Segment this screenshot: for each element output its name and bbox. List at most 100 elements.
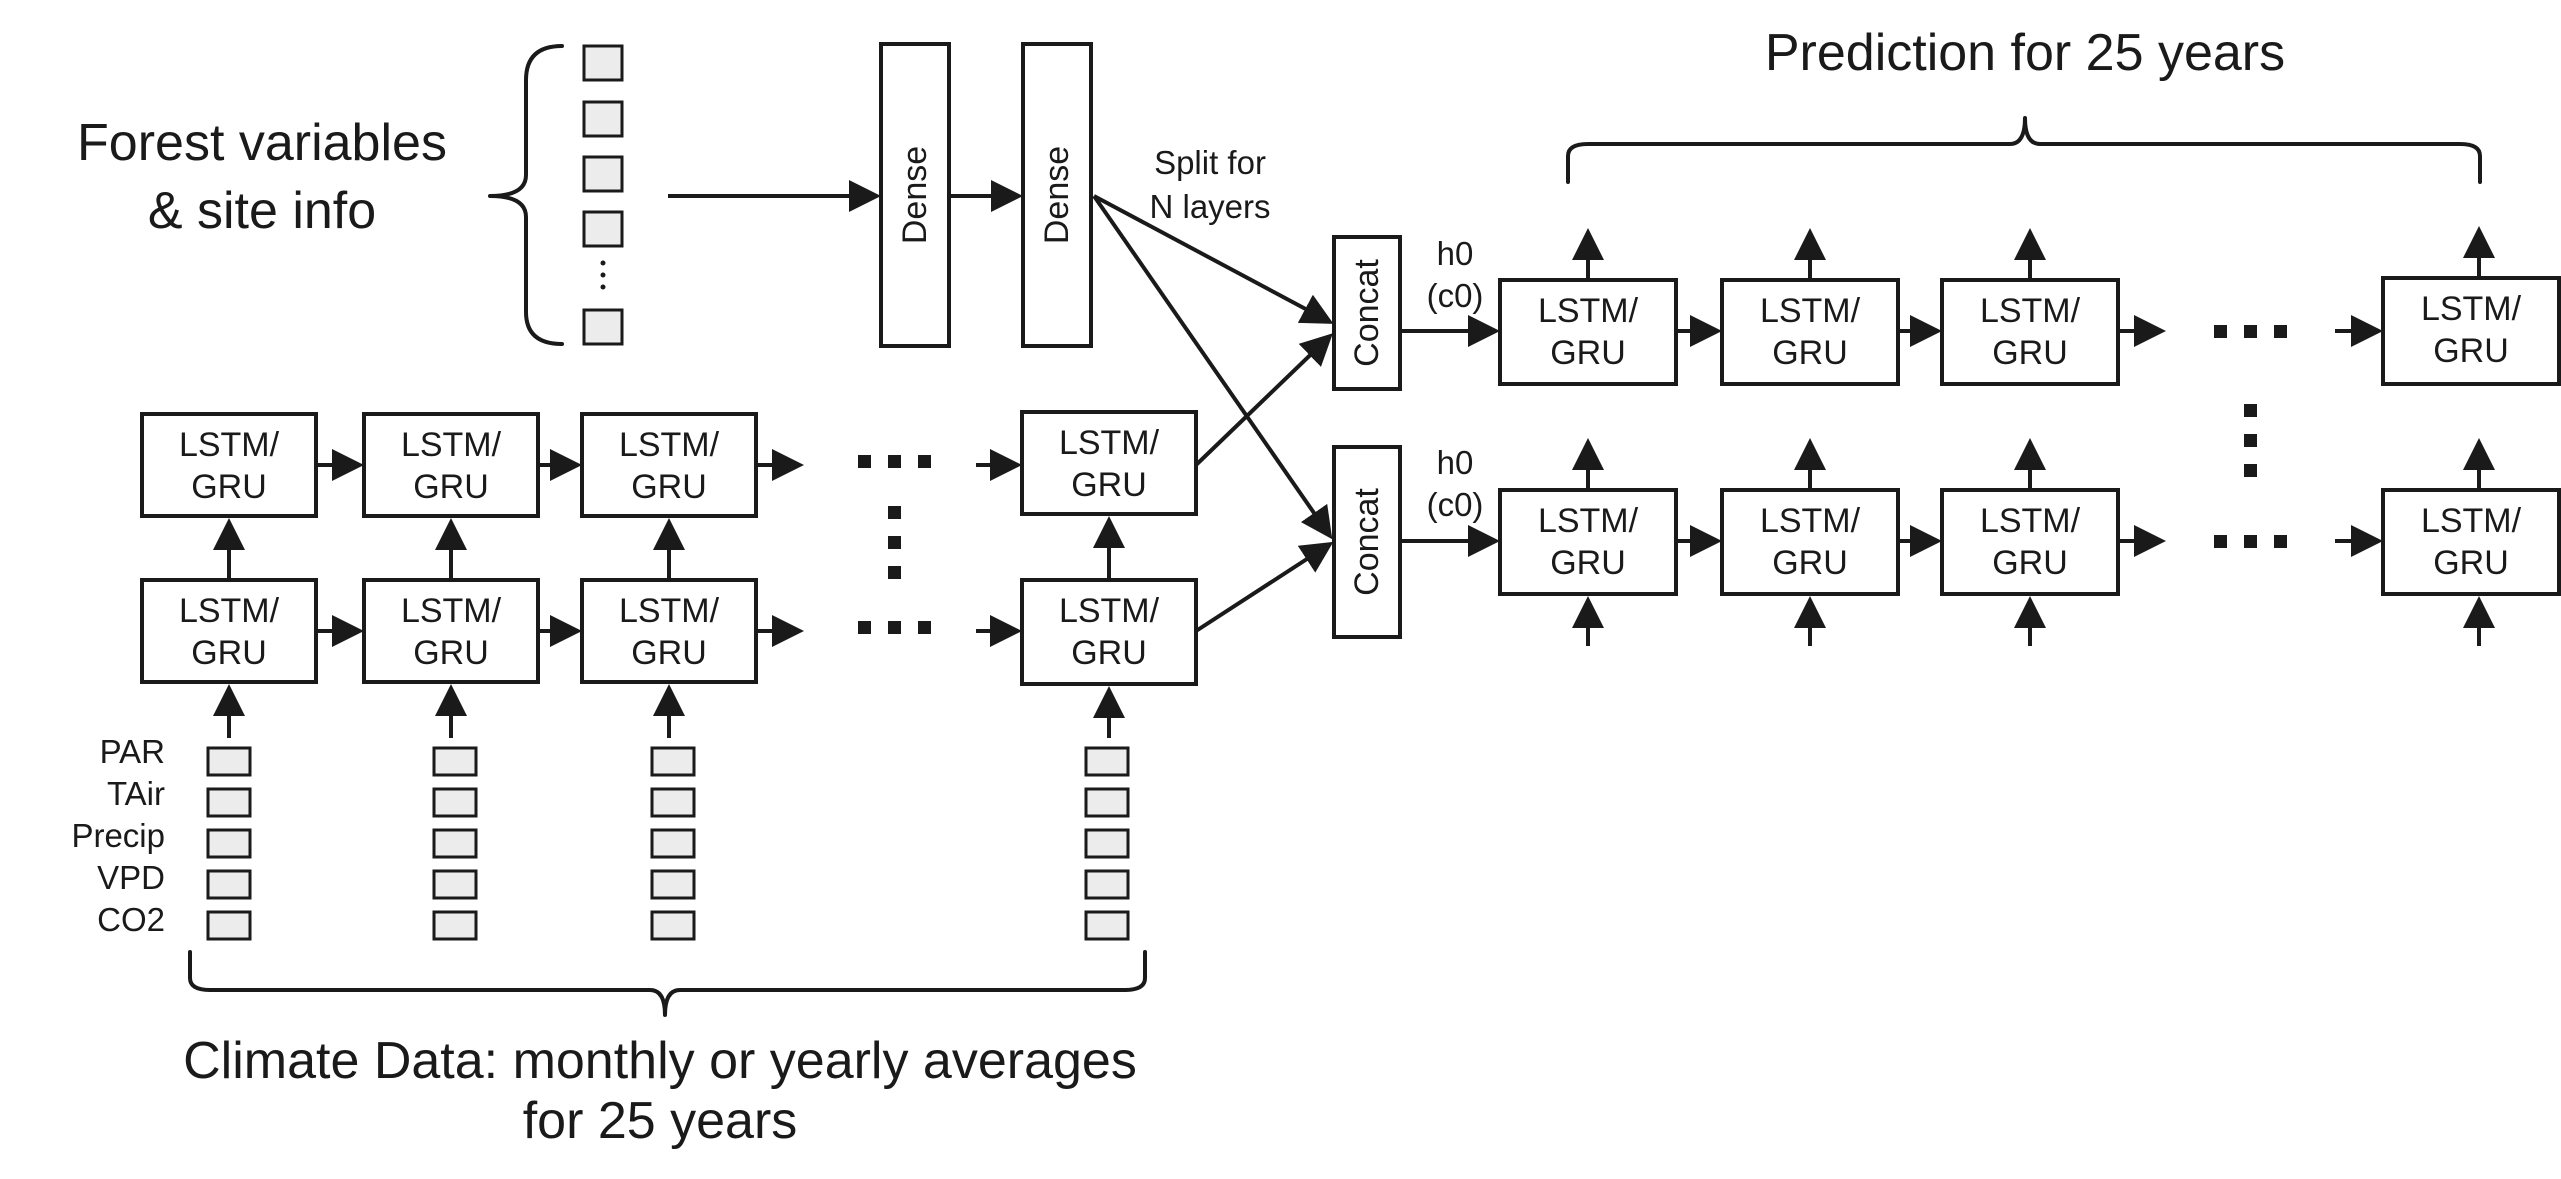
encoder-bottom-to-concat-arrow <box>1194 541 1334 633</box>
h0-label-bottom: h0 <box>1437 444 1474 481</box>
climate-variable-labels: PAR TAir Precip VPD CO2 <box>71 733 165 938</box>
svg-text:LSTM/: LSTM/ <box>2421 502 2522 540</box>
climate-var-label: TAir <box>107 775 165 812</box>
ellipsis-dot <box>600 284 606 290</box>
svg-text:GRU: GRU <box>1992 334 2068 372</box>
svg-text:GRU: GRU <box>2433 544 2509 582</box>
encoder-top-cell-3: LSTM/ GRU <box>580 412 758 518</box>
decoder-bottom-cell-2: LSTM/ GRU <box>1720 488 1900 596</box>
climate-var-label: VPD <box>97 859 165 896</box>
climate-input-col-3 <box>650 746 696 941</box>
decoder-bottom-cell-3: LSTM/ GRU <box>1940 488 2120 596</box>
encoder-bottom-cell-1: LSTM/ GRU <box>140 578 318 684</box>
svg-text:GRU: GRU <box>191 634 267 672</box>
svg-text:LSTM/: LSTM/ <box>1980 292 2081 330</box>
climate-var-label: CO2 <box>97 901 165 938</box>
prediction-brace <box>1566 116 2482 184</box>
encoder-layer-ellipsis <box>888 506 901 579</box>
decoder-bottom-cell-1: LSTM/ GRU <box>1498 488 1678 596</box>
svg-text:GRU: GRU <box>1992 544 2068 582</box>
encoder-top-cell-1: LSTM/ GRU <box>140 412 318 518</box>
svg-text:GRU: GRU <box>1550 544 1626 582</box>
svg-text:GRU: GRU <box>1772 544 1848 582</box>
forest-input-square <box>582 44 624 82</box>
svg-text:LSTM/: LSTM/ <box>1059 592 1160 630</box>
forest-input-square <box>582 308 624 346</box>
svg-text:LSTM/: LSTM/ <box>401 592 502 630</box>
encoder-top-cell-2: LSTM/ GRU <box>362 412 540 518</box>
forest-input-brace <box>488 44 564 346</box>
forest-label-line1: Forest variables <box>77 114 447 172</box>
ellipsis-dot <box>600 260 606 266</box>
c0-label-top: (c0) <box>1427 277 1484 314</box>
decoder-top-cell-last: LSTM/ GRU <box>2381 276 2561 386</box>
forest-label-line2: & site info <box>148 182 376 240</box>
split-label-line1: Split for <box>1154 144 1266 181</box>
dense-label: Dense <box>896 146 934 244</box>
dense-layer-2: Dense <box>1021 42 1093 348</box>
svg-text:GRU: GRU <box>1772 334 1848 372</box>
encoder-top-to-concat-arrow <box>1194 333 1333 467</box>
svg-text:GRU: GRU <box>413 468 489 506</box>
climate-caption-line1: Climate Data: monthly or yearly averages <box>183 1032 1137 1090</box>
svg-text:LSTM/: LSTM/ <box>1059 424 1160 462</box>
concat-label: Concat <box>1348 259 1386 367</box>
dense-to-concat-top-arrow <box>1093 194 1334 324</box>
decoder-bottom-ellipsis <box>2214 535 2287 548</box>
split-label-line2: N layers <box>1149 188 1270 225</box>
climate-var-label: PAR <box>100 733 165 770</box>
climate-caption-line2: for 25 years <box>523 1092 798 1150</box>
encoder-top-cell-last: LSTM/ GRU <box>1020 410 1198 516</box>
svg-text:GRU: GRU <box>631 634 707 672</box>
svg-text:LSTM/: LSTM/ <box>1760 292 1861 330</box>
svg-text:LSTM/: LSTM/ <box>1538 502 1639 540</box>
forest-input-vector <box>582 44 624 346</box>
decoder-layer-ellipsis <box>2244 404 2257 477</box>
svg-text:GRU: GRU <box>1071 634 1147 672</box>
forest-input-square <box>582 100 624 138</box>
svg-text:LSTM/: LSTM/ <box>619 426 720 464</box>
climate-input-col-last <box>1084 746 1130 941</box>
climate-brace <box>188 950 1147 1017</box>
dense-to-concat-bottom-arrow <box>1092 194 1333 540</box>
c0-label-bottom: (c0) <box>1427 486 1484 523</box>
concat-top: Concat <box>1332 235 1402 391</box>
svg-text:GRU: GRU <box>1071 466 1147 504</box>
svg-text:LSTM/: LSTM/ <box>619 592 720 630</box>
svg-text:LSTM/: LSTM/ <box>179 426 280 464</box>
encoder-top-ellipsis <box>858 455 931 468</box>
decoder-top-ellipsis <box>2214 325 2287 338</box>
decoder-bottom-cell-last: LSTM/ GRU <box>2381 488 2561 596</box>
svg-text:GRU: GRU <box>413 634 489 672</box>
climate-input-col-2 <box>432 746 478 941</box>
svg-text:GRU: GRU <box>631 468 707 506</box>
svg-text:LSTM/: LSTM/ <box>1538 292 1639 330</box>
decoder-top-cell-3: LSTM/ GRU <box>1940 278 2120 386</box>
svg-text:GRU: GRU <box>191 468 267 506</box>
svg-text:LSTM/: LSTM/ <box>2421 290 2522 328</box>
decoder-top-cell-2: LSTM/ GRU <box>1720 278 1900 386</box>
climate-var-label: Precip <box>71 817 165 854</box>
ellipsis-dot <box>600 272 606 278</box>
encoder-bottom-cell-last: LSTM/ GRU <box>1020 578 1198 686</box>
concat-label: Concat <box>1348 488 1386 596</box>
svg-text:LSTM/: LSTM/ <box>1980 502 2081 540</box>
decoder-top-cell-1: LSTM/ GRU <box>1498 278 1678 386</box>
prediction-title: Prediction for 25 years <box>1765 24 2285 82</box>
climate-input-col-1 <box>206 746 252 941</box>
concat-bottom: Concat <box>1332 445 1402 639</box>
forest-variables-label: Forest variables & site info <box>77 114 447 240</box>
forest-input-square <box>582 210 624 248</box>
svg-text:LSTM/: LSTM/ <box>401 426 502 464</box>
dense-layer-1: Dense <box>879 42 951 348</box>
svg-text:GRU: GRU <box>2433 332 2509 370</box>
forest-input-square <box>582 155 624 193</box>
h0-label-top: h0 <box>1437 235 1474 272</box>
svg-text:GRU: GRU <box>1550 334 1626 372</box>
encoder-bottom-cell-2: LSTM/ GRU <box>362 578 540 684</box>
encoder-bottom-cell-3: LSTM/ GRU <box>580 578 758 684</box>
svg-text:LSTM/: LSTM/ <box>1760 502 1861 540</box>
svg-text:LSTM/: LSTM/ <box>179 592 280 630</box>
dense-label: Dense <box>1038 146 1076 244</box>
